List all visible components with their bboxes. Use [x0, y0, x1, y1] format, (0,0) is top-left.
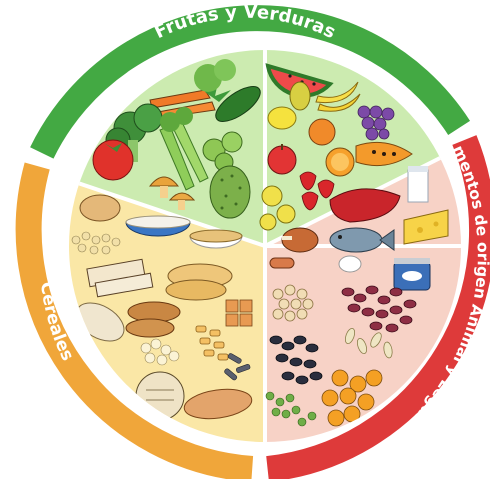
egg-icon	[339, 256, 361, 272]
chayote-icon	[210, 166, 250, 218]
bread-roll-icon	[136, 372, 184, 420]
lemon-icon	[268, 107, 296, 129]
tomato-icon	[93, 140, 133, 180]
sausage-icon	[270, 258, 294, 268]
tortillas-icon	[166, 264, 232, 300]
orange-icon	[326, 148, 354, 176]
canned-fish-icon	[394, 258, 430, 290]
milk-icon	[408, 166, 428, 202]
chicken-leg-icon	[282, 228, 318, 252]
potato-icon	[80, 195, 120, 221]
pear-icon	[290, 82, 310, 110]
